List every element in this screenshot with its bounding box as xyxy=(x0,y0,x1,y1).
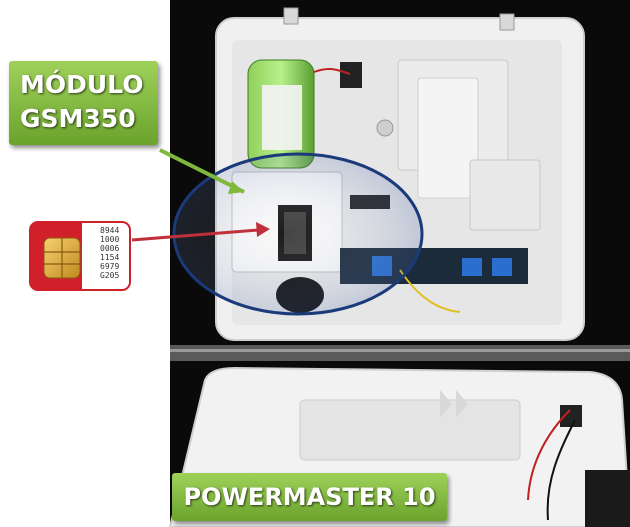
lower-panel-recess xyxy=(299,399,521,461)
lower-triangle-2 xyxy=(456,390,468,418)
module-label-line2: GSM350 xyxy=(20,104,136,133)
module-pointer-line xyxy=(159,148,245,194)
metal-rail xyxy=(170,345,630,361)
sim-line: 1154 xyxy=(100,253,120,262)
battery-connector xyxy=(340,62,362,88)
sim-line: G205 xyxy=(100,271,120,280)
sim-pointer-head xyxy=(256,222,270,237)
top-clip-left xyxy=(283,7,299,25)
sim-line: 0006 xyxy=(100,244,120,253)
terminal-block-2 xyxy=(462,258,482,276)
sim-line: 1000 xyxy=(100,235,120,244)
sim-line: 6979 xyxy=(100,262,120,271)
module-label: MÓDULO GSM350 xyxy=(9,61,158,145)
lower-red-wire xyxy=(527,409,571,501)
metal-rail-highlight xyxy=(170,349,630,352)
lower-dark-corner xyxy=(585,470,630,527)
module-label-line1: MÓDULO xyxy=(20,70,144,99)
lower-connector xyxy=(560,405,582,427)
sim-chip-contacts xyxy=(44,238,80,278)
panel-label: POWERMASTER 10 xyxy=(172,473,447,521)
top-clip-right xyxy=(499,13,515,31)
battery-label xyxy=(262,85,302,150)
lower-black-wire xyxy=(546,419,576,521)
yellow-wire xyxy=(399,269,461,313)
lower-triangle-1 xyxy=(440,390,452,418)
highlight-circle xyxy=(172,152,424,316)
sim-line: 8944 xyxy=(100,226,120,235)
terminal-block-3 xyxy=(492,258,512,276)
housing-rib-3 xyxy=(469,159,541,231)
battery-wire xyxy=(313,67,351,75)
module-pointer-head xyxy=(228,181,244,194)
housing-rib-2 xyxy=(417,77,479,199)
screw-hole xyxy=(376,119,394,137)
sim-pointer-line xyxy=(131,228,259,242)
sim-card-number: 8944 1000 0006 1154 6979 G205 xyxy=(100,226,119,280)
